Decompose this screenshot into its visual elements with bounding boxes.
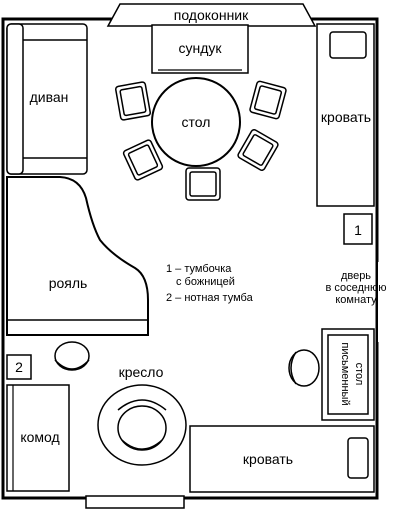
table-label: стол <box>182 114 211 130</box>
svg-text:комнату: комнату <box>335 294 377 306</box>
legend: 1 – тумбочка с божницей 2 – нотная тумба <box>166 263 254 304</box>
bed-top-label: кровать <box>321 109 371 125</box>
bottom-window <box>85 495 185 509</box>
chest: сундук <box>151 24 249 74</box>
armchair-label: кресло <box>119 364 164 380</box>
pillow <box>329 31 367 59</box>
dresser-label: комод <box>20 429 59 445</box>
chair <box>115 81 151 121</box>
legend-item-1-line2: с божницей <box>176 276 235 288</box>
marker-1: 1 <box>354 222 362 238</box>
piano-label: рояль <box>49 275 88 291</box>
nightstand-1: 1 <box>343 213 373 245</box>
round-table <box>151 77 241 167</box>
bed-bottom: кровать <box>189 425 375 493</box>
chair <box>122 139 164 181</box>
door-opening <box>378 262 388 342</box>
chest-label: сундук <box>178 40 222 56</box>
music-stand-2: 2 <box>6 354 32 380</box>
desk-chair <box>288 349 320 387</box>
armchair: кресло <box>97 364 187 466</box>
sofa-label: диван <box>30 89 69 105</box>
grand-piano: рояль <box>6 176 149 336</box>
legend-item-2: 2 – нотная тумба <box>166 292 254 304</box>
writing-desk: письменный стол <box>321 328 375 421</box>
svg-text:дверь: дверь <box>341 270 371 282</box>
pillow <box>347 437 369 479</box>
dining-table-group: стол <box>115 77 287 201</box>
marker-2: 2 <box>15 359 23 375</box>
chair <box>249 80 287 120</box>
sofa: диван <box>6 23 88 175</box>
windowsill-label: подоконник <box>174 7 249 23</box>
door-label: дверь в соседнюю комнату <box>325 270 386 306</box>
piano-stool <box>54 341 90 371</box>
chair <box>237 128 279 172</box>
svg-text:в соседнюю: в соседнюю <box>325 282 386 294</box>
bed-bottom-label: кровать <box>243 451 293 467</box>
desk-label-line1: письменный <box>339 342 351 405</box>
legend-item-1-line1: 1 – тумбочка <box>166 263 232 275</box>
dresser: комод <box>6 384 70 492</box>
windowsill: подоконник <box>106 3 317 27</box>
chair <box>185 167 221 201</box>
desk-label-line2: стол <box>353 363 365 386</box>
bed-top: кровать <box>316 23 375 207</box>
